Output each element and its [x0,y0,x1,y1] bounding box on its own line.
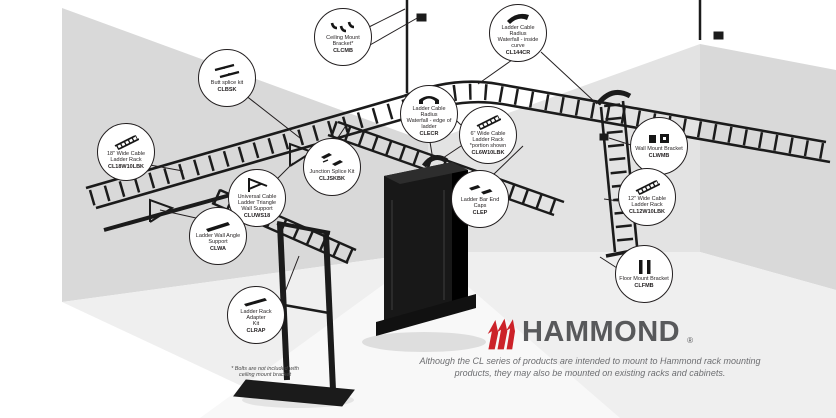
callout-code: CLRAP [246,328,266,335]
server-rack [376,162,476,336]
callout-code: CLEP [472,210,488,217]
callout-code: CLFMB [634,283,654,290]
hammond-logo-icon [487,318,515,350]
callout-radius-waterfall-edge: Ladder Cable Radius Waterfall - edge of … [400,85,458,143]
callout-code: CL144CR [505,50,531,57]
callout-label: Ceiling Mount Bracket* [326,34,360,47]
callout-label: Ladder Wall Angle Support [195,232,241,245]
callout-code: CLWA [210,246,226,253]
callout-label: Ladder Cable Radius Waterfall - inside c… [497,24,539,50]
brand-caption: Although the CL series of products are i… [419,356,761,379]
callout-label: Junction Splice Kit [309,168,355,175]
brand-name: HAMMOND [521,316,681,348]
brand-block: HAMMOND ® Although the CL series of prod… [390,318,790,379]
callout-floor-mount-bracket: Floor Mount Bracket CLFMB [615,245,673,303]
callout-code: CLECR [419,131,439,138]
ladder-icon [114,134,139,150]
callout-code: CLUWS18 [243,213,271,220]
callout-wall-mount-bracket: Wall Mount Bracket CLWMB [630,117,688,175]
endcaps-icon [469,184,493,195]
callout-ladder-rack-18in: 18" Wide Cable Ladder Rack CL18W10LBK [97,123,155,181]
posts-icon [639,259,651,274]
right-wall [700,44,836,290]
callout-ladder-rack-6in: 6" Wide Cable Ladder Rack *portion shown… [459,106,517,164]
ladder-icon [476,114,501,130]
junction-icon [321,152,343,166]
bar-icon [206,221,230,232]
callout-label: Butt splice kit [210,79,244,86]
callout-ceiling-mount-bracket: Ceiling Mount Bracket* CLCMB [314,8,372,66]
callout-code: CLJSKBK [319,176,345,183]
leader-lines [149,8,632,303]
callout-label: Floor Mount Bracket [619,275,669,282]
callout-butt-splice-kit: Butt splice kit CLBSK [198,49,256,107]
callout-ladder-wall-angle-support: Ladder Wall Angle Support CLWA [189,207,247,265]
left-wall [62,8,428,302]
callout-code: CLBSK [217,87,237,94]
callout-label: 18" Wide Cable Ladder Rack [106,150,146,163]
callout-ladder-rack-12in: 12" Wide Cable Ladder Rack CL12W10LBK [618,168,676,226]
splice-icon [214,63,240,78]
ceiling-bracket-icon [330,21,355,33]
callout-junction-splice-kit: Junction Splice Kit CLJSKBK [303,138,361,196]
radius-curve-icon [507,13,529,24]
callout-code: CLCMB [333,48,353,55]
footnote: * Bolts are not included with ceiling mo… [231,366,299,378]
callout-ladder-end-caps: Ladder Bar End Caps CLEP [451,170,509,228]
callout-code: CL12W10LBK [628,209,666,216]
wall-bracket-icon [649,133,669,143]
callout-label: 12" Wide Cable Ladder Rack [627,195,667,208]
triangle-bracket-icon [248,177,268,192]
callout-label: Ladder Rack Adapter Kit [240,308,272,328]
callout-label: Universal Cable Ladder Triangle Wall Sup… [237,193,277,213]
callout-label: Ladder Cable Radius Waterfall - edge of … [406,105,452,131]
ladder-icon [635,179,660,195]
callout-ladder-rack-adapter-kit: Ladder Rack Adapter Kit CLRAP [227,286,285,344]
callout-label: 6" Wide Cable Ladder Rack *portion shown [469,130,507,150]
callout-code: CL18W10LBK [107,164,145,171]
registered-mark: ® [687,336,694,345]
rack-shadow [362,332,486,352]
arch-icon [419,95,439,104]
callout-label: Ladder Bar End Caps [460,196,500,209]
callout-label: Wall Mount Bracket [635,145,683,152]
open-frame-rack [233,221,355,407]
callout-radius-waterfall-inside: Ladder Cable Radius Waterfall - inside c… [489,4,547,62]
callout-code: CLWMB [648,153,670,160]
ceiling-pole [405,0,724,93]
adapter-icon [244,297,267,307]
callout-code: CL6W10LBK [471,150,505,157]
